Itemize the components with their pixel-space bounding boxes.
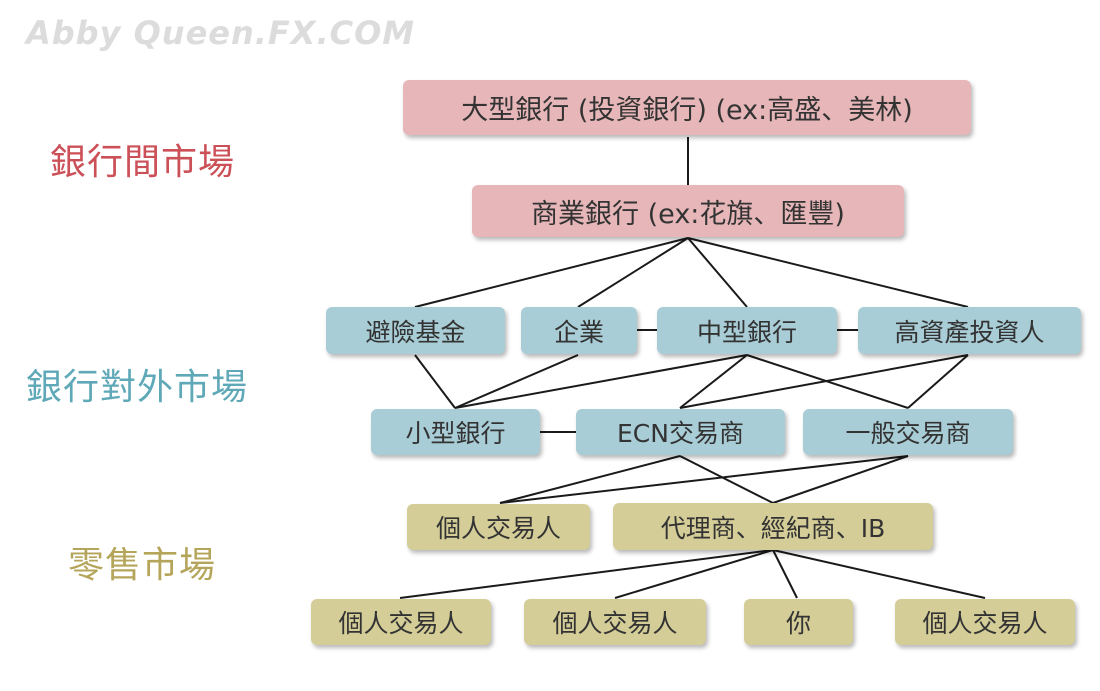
connector-line (907, 354, 969, 409)
node-ecn-dealer: ECN交易商 (576, 409, 785, 455)
node-small-bank: 小型銀行 (371, 409, 540, 455)
tier-label-retail: 零售市場 (68, 545, 217, 586)
connector-line (679, 354, 748, 409)
connector-line (772, 455, 909, 504)
tier-label-external-market: 銀行對外市場 (26, 367, 249, 408)
connector-line (687, 237, 748, 308)
node-individual-trader: 個人交易人 (407, 504, 590, 550)
node-you: 你 (744, 599, 853, 645)
connector-line (454, 354, 579, 409)
node-high-net-worth-investor: 高資產投資人 (858, 307, 1081, 354)
watermark: Abby Queen.FX.COM (26, 14, 416, 52)
node-individual-trader: 個人交易人 (895, 599, 1075, 645)
connector-line (772, 549, 986, 599)
node-hedge-fund: 避險基金 (326, 307, 505, 354)
connector-line (679, 455, 774, 504)
connector-line (772, 549, 798, 599)
node-agent-broker-ib: 代理商、經紀商、IB (613, 503, 933, 550)
connector-line (399, 549, 774, 599)
tier-label-interbank: 銀行間市場 (50, 142, 236, 183)
node-individual-trader: 個人交易人 (524, 599, 706, 645)
node-enterprise: 企業 (521, 307, 637, 354)
connector-line (499, 455, 681, 504)
connector-line (414, 237, 689, 308)
connector-line (499, 455, 909, 504)
node-individual-trader: 個人交易人 (311, 599, 491, 645)
node-general-dealer: 一般交易商 (803, 409, 1013, 455)
connector-line (679, 354, 969, 409)
node-mid-bank: 中型銀行 (657, 307, 837, 354)
connector-line (687, 237, 969, 308)
node-large-bank: 大型銀行 (投資銀行) (ex:高盛、美林) (403, 80, 971, 135)
node-commercial-bank: 商業銀行 (ex:花旗、匯豐) (472, 185, 904, 237)
connector-line (414, 354, 456, 409)
connector-line (454, 354, 748, 409)
connector-line (577, 237, 689, 308)
connector-line (614, 549, 774, 599)
